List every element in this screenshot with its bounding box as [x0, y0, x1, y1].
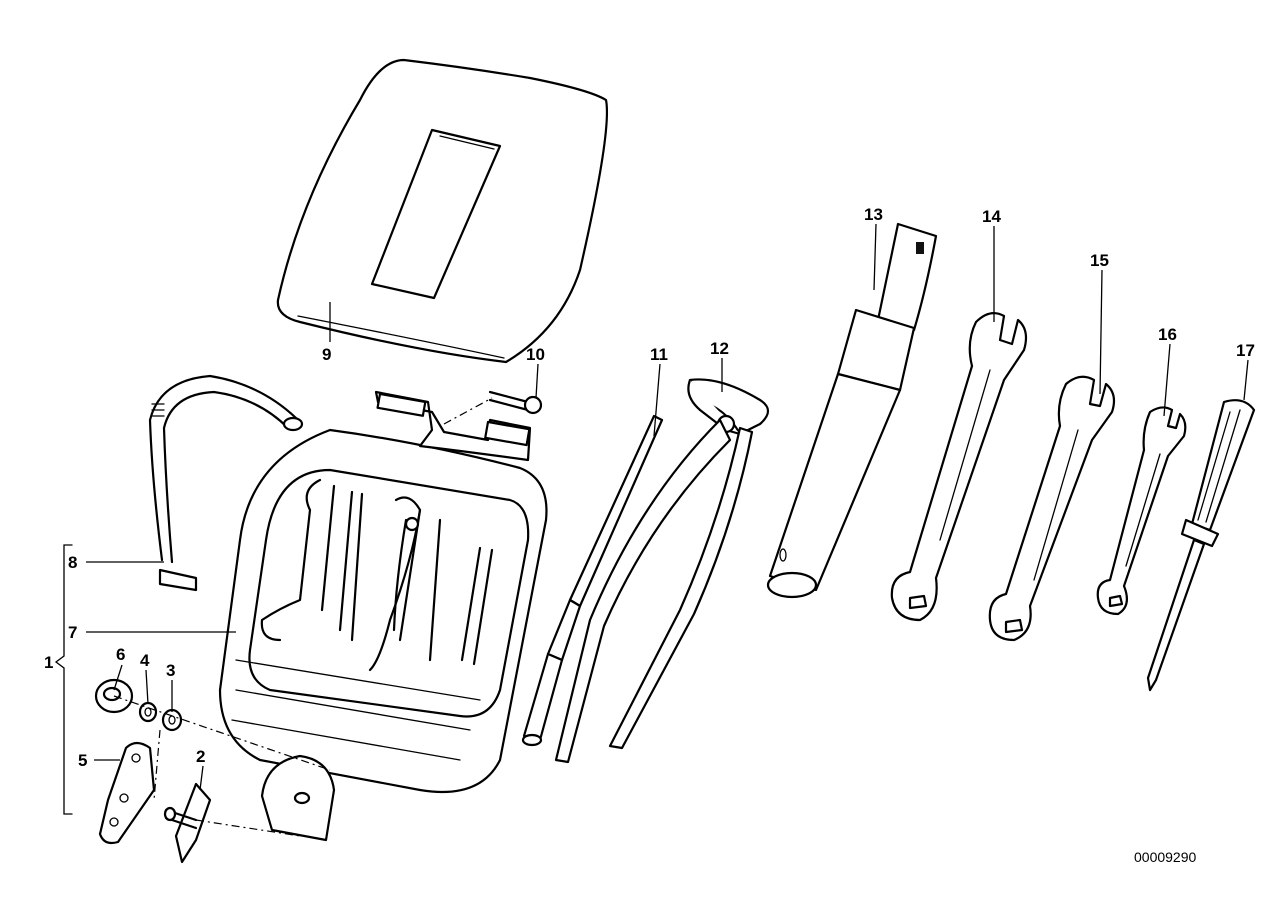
callout-16: 16	[1158, 325, 1177, 344]
callout-8: 8	[68, 553, 77, 572]
part-13-box-spanner	[766, 222, 938, 599]
callout-5: 5	[78, 751, 87, 770]
callout-4: 4	[140, 651, 150, 670]
leader-lines	[86, 223, 1249, 791]
callout-labels: 9 10 11 12 13 14 15 16 17 8 7 1 6 4 3 5 …	[44, 205, 1255, 770]
part-7-tool-tray	[218, 390, 548, 842]
part-3-washer	[161, 708, 183, 732]
callout-12: 12	[710, 339, 729, 358]
callout-2: 2	[196, 747, 205, 766]
document-id: 00009290	[1134, 849, 1197, 865]
callout-9: 9	[322, 345, 331, 364]
part-15-wrench	[988, 375, 1116, 642]
part-14-wrench	[890, 311, 1028, 622]
part-5-bracket	[98, 741, 156, 845]
callout-13: 13	[864, 205, 883, 224]
part-16-wrench	[1096, 406, 1187, 616]
callout-7: 7	[68, 623, 77, 642]
assembly-lines	[113, 397, 493, 837]
group-1-bracket	[54, 544, 73, 815]
part-10-screw	[488, 390, 543, 415]
part-8-strap	[148, 374, 304, 592]
callout-10: 10	[526, 345, 545, 364]
part-12-pliers	[554, 378, 770, 764]
callout-15: 15	[1090, 251, 1109, 270]
part-17-screwdriver	[1146, 399, 1256, 692]
callout-17: 17	[1236, 341, 1255, 360]
part-9-tool-kit-cover	[276, 58, 609, 364]
part-2-mounting-plate	[163, 782, 212, 864]
callout-14: 14	[982, 207, 1001, 226]
callout-6: 6	[116, 645, 125, 664]
part-11-tommy-bar	[521, 414, 664, 747]
callout-1: 1	[44, 653, 53, 672]
callout-11: 11	[650, 345, 668, 364]
callout-3: 3	[166, 661, 175, 680]
